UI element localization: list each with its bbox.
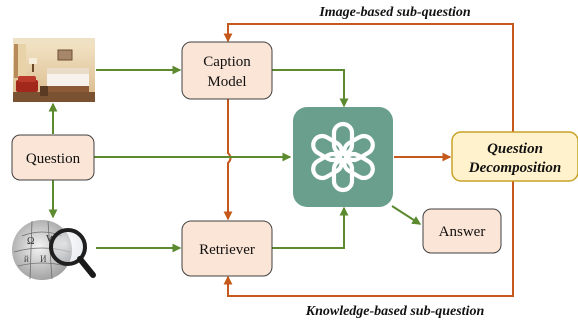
decomposition-line2: Decomposition [468,160,562,176]
answer-label: Answer [439,224,486,240]
wikipedia-image: Ω W й И [12,218,96,280]
llm-tile [293,107,393,207]
decomposition-line1: Question [487,141,543,157]
caption-model-box: Caption Model [181,41,273,100]
openai-logo-icon [311,121,375,193]
knowledge-subquestion-label: Knowledge-based sub-question [305,304,485,319]
retriever-box: Retriever [181,220,273,277]
image-subquestion-loop [223,23,514,132]
svg-text:Ω: Ω [27,236,34,247]
question-label: Question [26,151,81,167]
question-box: Question [11,134,95,181]
answer-box: Answer [422,208,502,254]
llm-to-answer-arrow [391,205,422,225]
svg-text:И: И [40,254,47,264]
svg-text:й: й [24,254,29,264]
caption-to-retriever-arrow [223,99,233,221]
caption-model-line2: Model [207,74,246,90]
retriever-to-llm-arrow [272,206,349,249]
hotel-room-image [13,38,95,102]
question-decomposition-box: Question Decomposition [451,131,578,182]
retriever-label: Retriever [199,242,255,258]
knowledge-subquestion-loop [223,180,514,297]
image-subquestion-label: Image-based sub-question [318,5,471,20]
caption-model-line1: Caption [203,54,251,70]
caption-to-llm-arrow [272,69,349,108]
